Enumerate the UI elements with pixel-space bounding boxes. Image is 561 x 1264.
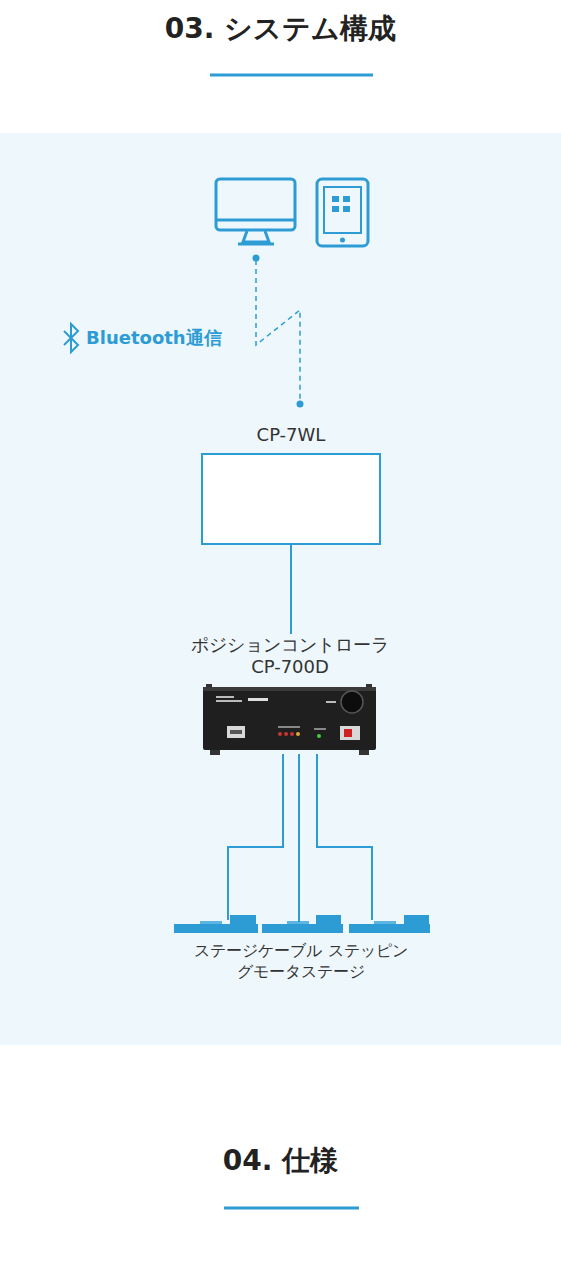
node-label: ステージケーブル ステッピングモータステージ — [192, 940, 410, 982]
connector — [291, 545, 292, 634]
module-box: CP-7WL — [196, 424, 386, 545]
panel — [0, 133, 561, 1045]
stage-illustration — [174, 915, 430, 933]
bluetooth-link — [253, 255, 304, 408]
box-outline — [201, 453, 381, 545]
connector — [228, 754, 372, 922]
tablet-icon — [317, 179, 368, 246]
section-heading: 04. 仕様 — [0, 1142, 561, 1180]
link-label: Bluetooth通信 — [86, 326, 222, 350]
stage-group: ステージケーブル ステッピングモータステージ — [160, 912, 442, 982]
title: 03. システム構成 — [0, 10, 561, 48]
underline — [210, 74, 373, 77]
node-label: CP-7WL — [196, 424, 386, 446]
node-label: ポジションコントローラ CP-700D — [182, 634, 398, 678]
monitor-icon — [216, 179, 295, 244]
controller-device: ポジションコントローラ CP-700D — [170, 634, 410, 758]
controller-illustration — [202, 684, 378, 758]
stage-space — [160, 912, 442, 940]
underline — [224, 1207, 359, 1210]
bluetooth-symbol — [64, 324, 78, 352]
